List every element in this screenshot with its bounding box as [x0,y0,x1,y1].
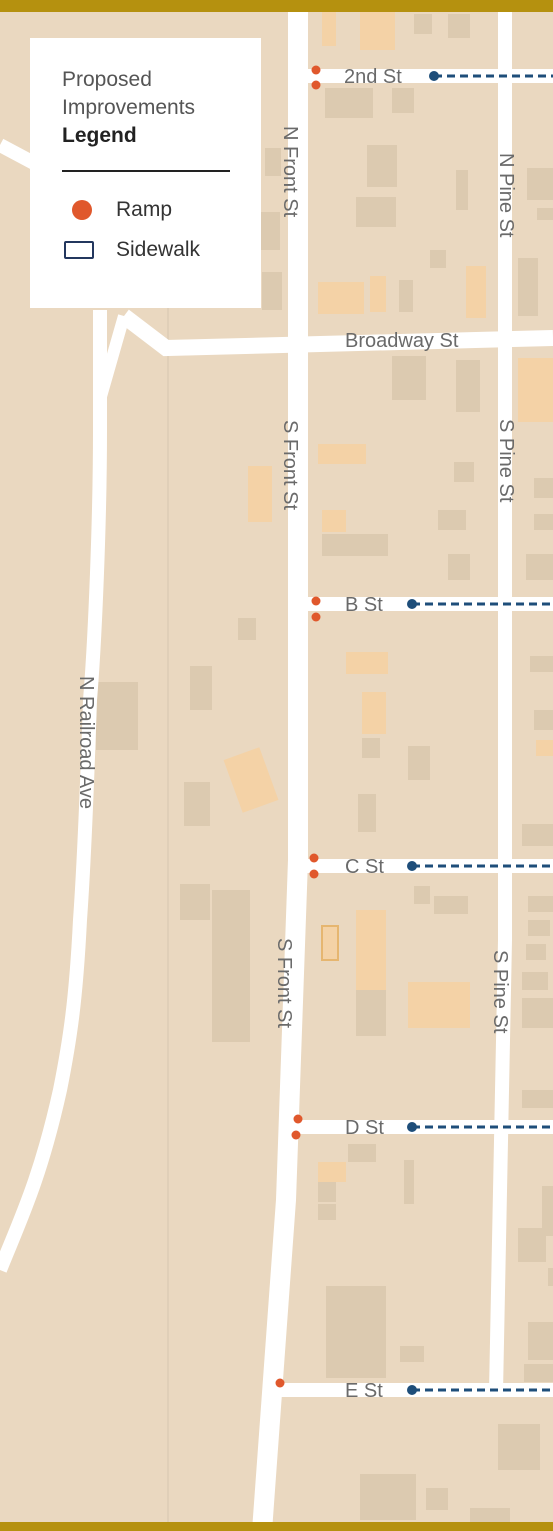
legend-item-ramp: Ramp [62,190,229,230]
top-frame-bar [0,0,553,12]
legend-ramp-label: Ramp [116,198,173,221]
label-e-st: E St [345,1380,383,1402]
ramp-c-st-north [309,853,319,863]
label-n-front-st: N Front St [279,126,301,218]
ramp-d-st-south [291,1130,301,1140]
label-n-railroad-ave: N Railroad Ave [75,676,97,809]
ramp-2nd-st-north [311,65,321,75]
label-b-st: B St [345,594,383,616]
ramp-b-st-north [311,596,321,606]
sidewalk-b-st-start [407,599,417,609]
bottom-frame-bar [0,1522,553,1531]
ramp-2nd-st-south [311,80,321,90]
legend-sidewalk-label: Sidewalk [116,238,201,261]
label-c-st: C St [345,856,384,878]
sidewalk-2nd-st-start [429,71,439,81]
buildings [96,12,553,1522]
sidewalk-improvements [407,71,553,1395]
label-2nd-st: 2nd St [344,66,402,88]
label-s-front-st-upper: S Front St [279,420,301,510]
label-s-pine-st-upper: S Pine St [495,419,517,503]
ramp-c-st-south [309,869,319,879]
ramp-b-st-south [311,612,321,622]
label-n-pine-st: N Pine St [495,153,517,238]
label-broadway-st: Broadway St [345,330,459,352]
street-labels: 2nd St Broadway St B St C St D St E St N… [75,66,517,1402]
ramp-d-st-north [293,1114,303,1124]
legend-item-sidewalk: Sidewalk [62,230,229,270]
sidewalk-box-icon [64,241,94,259]
legend-divider [62,170,230,172]
legend-panel: Proposed Improvements Legend Ramp Sidewa… [30,38,261,308]
sidewalk-c-st-start [407,861,417,871]
legend-title-line2: Improvements [62,96,196,119]
legend-title-line1: Proposed [62,68,152,91]
sidewalk-e-st-start [407,1385,417,1395]
ramp-e-st [275,1378,285,1388]
label-d-st: D St [345,1117,384,1139]
roads [0,12,553,1531]
label-s-front-st-lower: S Front St [273,938,295,1028]
sidewalk-d-st-start [407,1122,417,1132]
ramps [275,65,321,1388]
ramp-dot-icon [72,200,92,220]
legend-title-line3: Legend [62,124,137,147]
label-s-pine-st-lower: S Pine St [489,950,511,1034]
